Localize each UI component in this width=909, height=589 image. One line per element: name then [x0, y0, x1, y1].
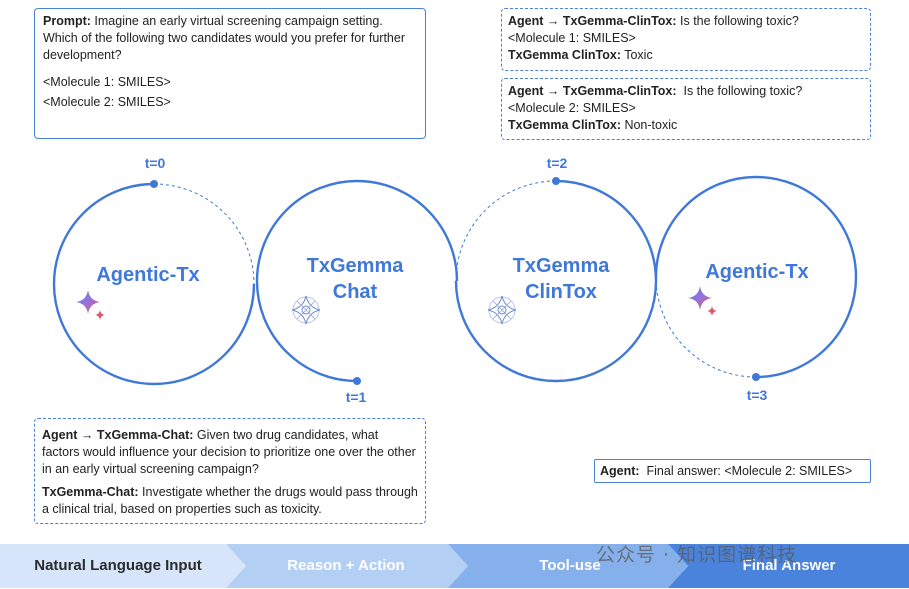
flow-step-4-shape: [668, 544, 909, 588]
prompt-box: Prompt: Imagine an early virtual screeni…: [34, 8, 426, 139]
sparkle-icon: [76, 290, 105, 320]
clintox-2-query-label: Agent → TxGemma-ClinTox:: [508, 84, 677, 98]
txgemma-clintox-node: [454, 177, 658, 383]
chat-query: Agent → TxGemma-Chat: Given two drug can…: [42, 427, 418, 478]
flow-step-reason-action: Reason + Action: [287, 557, 405, 574]
node-4-title: Agentic-Tx: [705, 261, 808, 283]
flow-step-2-shape: [226, 544, 468, 588]
clintox-1-query: Agent → TxGemma-ClinTox: Is the followin…: [508, 13, 864, 30]
prompt-body: Imagine an early virtual screening campa…: [43, 14, 405, 62]
clintox-1-query-text: Is the following toxic?: [676, 14, 799, 28]
flow-step-1-shape: [0, 544, 246, 588]
time-label-t3: t=3: [747, 387, 768, 403]
chat-answer-text: Investigate whether the drugs would pass…: [42, 485, 418, 516]
prompt-molecule-1: <Molecule 1: SMILES>: [43, 75, 171, 89]
clintox-2-answer: TxGemma ClinTox: Non-toxic: [508, 117, 864, 134]
watermark-text: 公众号 · 知识图谱科技: [596, 544, 798, 566]
clintox-box-1: Agent → TxGemma-ClinTox: Is the followin…: [501, 8, 871, 71]
chat-answer-label: TxGemma-Chat:: [42, 485, 139, 499]
node-2-title-line1: TxGemma: [307, 255, 405, 277]
clintox-2-query-text: Is the following toxic?: [676, 84, 803, 98]
clintox-1-answer-text: Toxic: [620, 48, 653, 62]
chat-answer: TxGemma-Chat: Investigate whether the dr…: [42, 484, 418, 518]
prompt-label: Prompt:: [43, 14, 91, 28]
clintox-box-2: Agent → TxGemma-ClinTox: Is the followin…: [501, 78, 871, 140]
agentic-tx-node-1: [52, 180, 256, 386]
final-answer-box: Agent: Final answer: <Molecule 2: SMILES…: [594, 459, 871, 483]
time-label-t1: t=1: [346, 389, 367, 405]
clintox-1-query-label: Agent → TxGemma-ClinTox:: [508, 14, 677, 28]
clintox-1-answer: TxGemma ClinTox: Toxic: [508, 47, 864, 64]
flow-step-final-answer: Final Answer: [742, 557, 836, 574]
clintox-2-molecule: <Molecule 2: SMILES>: [508, 101, 636, 115]
clintox-2-query: Agent → TxGemma-ClinTox: Is the followin…: [508, 83, 864, 100]
txgemma-star-icon: [487, 295, 517, 325]
node-1-title: Agentic-Tx: [96, 264, 199, 286]
clintox-2-answer-label: TxGemma ClinTox:: [508, 118, 621, 132]
final-answer-text: Agent: Final answer: <Molecule 2: SMILES…: [600, 463, 865, 480]
node-3-title-line2: ClinTox: [525, 281, 597, 303]
chat-query-label: Agent → TxGemma-Chat:: [42, 428, 194, 442]
chat-query-text: Given two drug candidates, what factors …: [42, 428, 416, 476]
final-answer-body: Final answer: <Molecule 2: SMILES>: [639, 464, 853, 478]
sparkle-icon: [688, 286, 717, 316]
prompt-text: Prompt: Imagine an early virtual screeni…: [43, 13, 417, 64]
clintox-1-molecule: <Molecule 1: SMILES>: [508, 31, 636, 45]
node-2-title-line2: Chat: [333, 281, 378, 303]
t1-marker: [353, 377, 361, 385]
clintox-1-answer-label: TxGemma ClinTox:: [508, 48, 621, 62]
node-3-title-line1: TxGemma: [513, 255, 611, 277]
txgemma-star-icon: [291, 295, 321, 325]
t2-marker: [552, 177, 560, 185]
flow-step-tool-use: Tool-use: [539, 557, 601, 574]
txgemma-chat-node: [255, 179, 459, 385]
flow-step-natural-language-input: Natural Language Input: [34, 557, 202, 574]
time-label-t2: t=2: [547, 155, 568, 171]
chat-box: Agent → TxGemma-Chat: Given two drug can…: [34, 418, 426, 524]
time-label-t0: t=0: [145, 155, 166, 171]
t0-marker: [150, 180, 158, 188]
t3-marker: [752, 373, 760, 381]
clintox-2-answer-text: Non-toxic: [620, 118, 678, 132]
agentic-tx-node-2: [654, 175, 858, 381]
flow-step-3-shape: [448, 544, 688, 588]
prompt-molecule-2: <Molecule 2: SMILES>: [43, 95, 171, 109]
final-answer-label: Agent:: [600, 464, 640, 478]
